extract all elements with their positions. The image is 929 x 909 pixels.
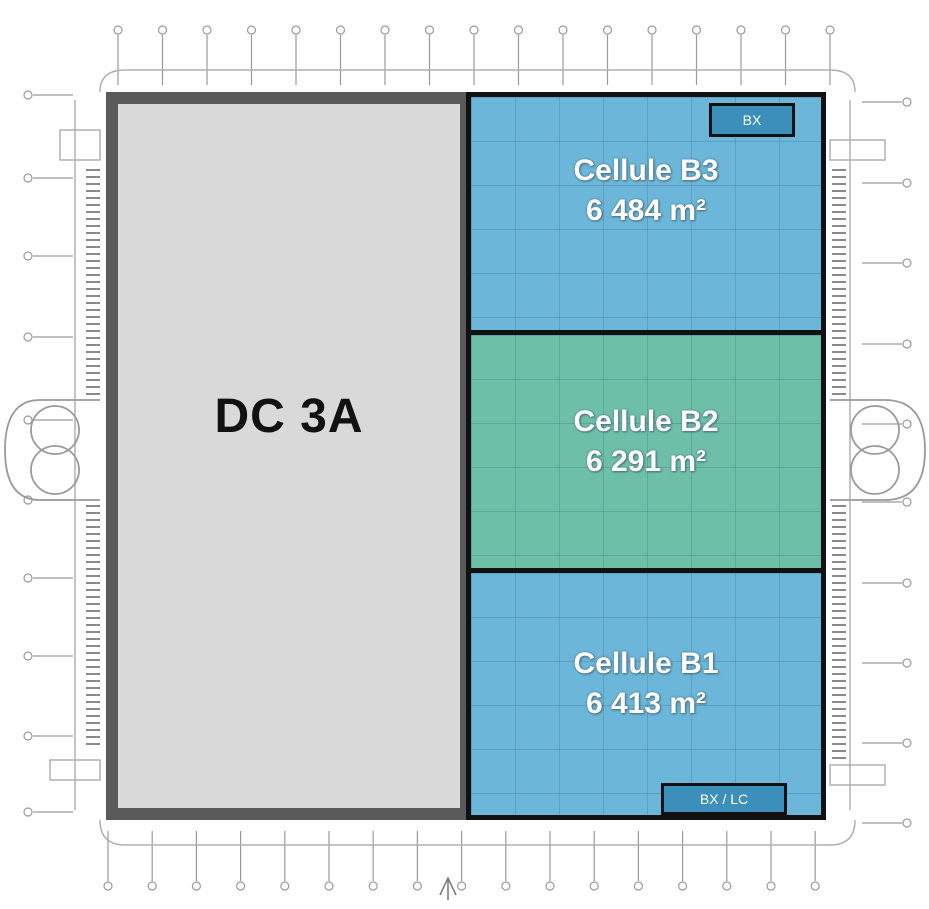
- grid-marker-right: [902, 818, 912, 828]
- grid-marker-right: [902, 178, 912, 188]
- grid-marker-right: [902, 419, 912, 429]
- grid-marker-top: [335, 25, 346, 35]
- grid-marker-right: [902, 578, 912, 588]
- grid-marker-top: [246, 25, 257, 35]
- grid-marker-top: [113, 25, 123, 35]
- cell-b3: BX Cellule B3 6 484 m²: [466, 92, 826, 335]
- cell-b2-area: 6 291 m²: [585, 444, 707, 478]
- grid-marker-left: [23, 651, 33, 661]
- grid-marker-right: [902, 658, 912, 668]
- grid-marker-bottom: [633, 881, 644, 891]
- grid-marker-top: [380, 25, 390, 35]
- building-dc3a-label: DC 3A: [214, 389, 364, 443]
- cell-b3-area: 6 484 m²: [585, 194, 707, 227]
- grid-marker-right: [902, 339, 912, 349]
- grid-marker-bottom: [103, 881, 113, 891]
- grid-marker-top: [736, 25, 746, 35]
- grid-marker-bottom: [368, 881, 378, 891]
- cell-b3-tag: BX: [709, 103, 795, 137]
- grid-marker-left: [23, 332, 33, 342]
- grid-marker-right: [902, 497, 912, 507]
- grid-marker-right: [902, 97, 912, 107]
- grid-marker-left: [23, 807, 33, 817]
- grid-marker-top: [469, 25, 479, 35]
- grid-marker-top: [691, 25, 702, 35]
- grid-marker-bottom: [810, 881, 820, 891]
- grid-marker-bottom: [677, 881, 688, 891]
- grid-marker-top: [424, 25, 435, 35]
- docking-marks-right: [832, 169, 846, 759]
- grid-marker-left: [23, 731, 33, 741]
- grid-marker-bottom: [766, 881, 776, 891]
- grid-marker-bottom: [457, 881, 467, 891]
- grid-marker-right: [902, 258, 912, 268]
- site-outline: [49, 69, 886, 846]
- grid-marker-bottom: [545, 881, 555, 891]
- cell-b1-name: Cellule B1: [573, 647, 719, 680]
- grid-marker-bottom: [147, 881, 157, 891]
- grid-marker-left: [23, 90, 33, 100]
- docking-marks-left: [86, 169, 100, 745]
- grid-marker-bottom: [280, 881, 290, 891]
- cell-b3-name: Cellule B3: [573, 154, 719, 187]
- grid-marker-top: [157, 25, 168, 35]
- grid-marker-top: [513, 25, 524, 35]
- grid-marker-bottom: [501, 881, 511, 891]
- grid-marker-left: [23, 251, 33, 261]
- grid-marker-left: [23, 573, 33, 583]
- grid-marker-bottom: [412, 881, 422, 891]
- grid-marker-left: [23, 173, 33, 183]
- cell-b1: Cellule B1 6 413 m² BX / LC: [466, 568, 826, 820]
- grid-marker-top: [825, 25, 835, 35]
- grid-marker-bottom: [324, 881, 334, 891]
- grid-marker-left: [23, 415, 33, 425]
- roundabout-right: [830, 399, 926, 501]
- grid-marker-top: [780, 25, 791, 35]
- grid-marker-top: [647, 25, 657, 35]
- grid-marker-top: [291, 25, 301, 35]
- grid-marker-bottom: [722, 881, 732, 891]
- cell-b2-name: Cellule B2: [573, 404, 719, 438]
- grid-marker-top: [558, 25, 568, 35]
- grid-marker-bottom: [589, 881, 599, 891]
- grid-markers: [23, 25, 912, 891]
- grid-marker-top: [202, 25, 212, 35]
- grid-marker-bottom: [236, 881, 246, 891]
- cell-b1-tag: BX / LC: [661, 783, 787, 815]
- grid-marker-top: [602, 25, 613, 35]
- roundabout-left: [4, 399, 100, 501]
- building-dc3a: DC 3A: [106, 92, 472, 820]
- grid-marker-bottom: [191, 881, 201, 891]
- cell-b1-area: 6 413 m²: [585, 687, 707, 720]
- grid-marker-right: [902, 738, 912, 748]
- cell-b2: Cellule B2 6 291 m²: [466, 330, 826, 573]
- north-arrow-icon: [439, 876, 457, 900]
